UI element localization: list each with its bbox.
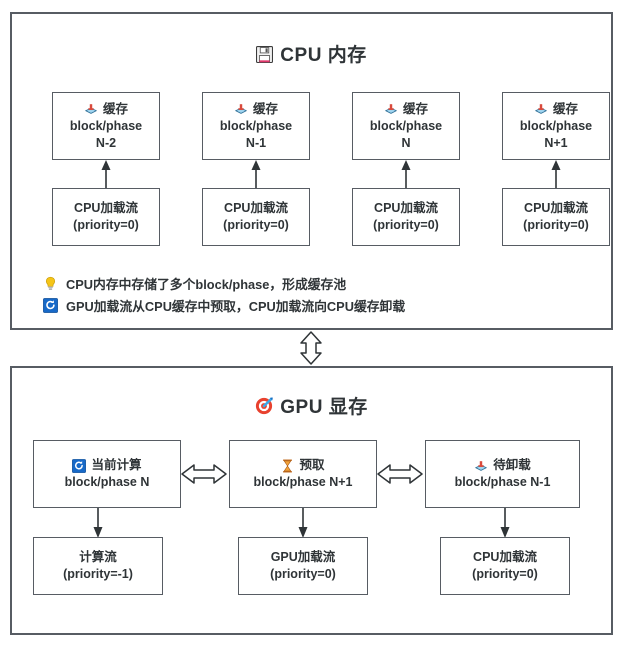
cache-box-label: 缓存	[552, 101, 578, 116]
cache-box: 缓存 block/phase N-2	[52, 92, 160, 160]
cpu-load-stream-line1: CPU加载流	[224, 201, 288, 215]
gpu-box-line2: block/phase N	[64, 475, 150, 489]
arrow-up-icon	[99, 160, 113, 188]
light-bulb-icon	[42, 275, 58, 291]
note-row: GPU加载流从CPU缓存中预取，CPU加载流向CPU缓存卸载	[42, 294, 602, 316]
arrow-down-icon	[498, 508, 512, 538]
gpu-stream-line1: CPU加载流	[473, 550, 537, 564]
cache-box-label: 缓存	[102, 101, 128, 116]
cache-box-line2: N+1	[544, 135, 568, 150]
cache-box-line1: block/phase	[219, 118, 293, 133]
cache-box-head: 缓存	[84, 101, 128, 118]
cache-box-head: 缓存	[384, 101, 428, 118]
cpu-load-stream-box: CPU加载流 (priority=0)	[352, 188, 460, 246]
inbox-tray-icon	[84, 102, 98, 116]
gpu-pending-offload-box: 待卸载 block/phase N-1	[425, 440, 580, 508]
refresh-icon	[42, 297, 58, 313]
gpu-box-line2: block/phase N+1	[253, 475, 353, 489]
note-text: CPU内存中存储了多个block/phase，形成缓存池	[66, 276, 347, 292]
cpu-load-stream-box: CPU加载流 (priority=0)	[202, 188, 310, 246]
inbox-tray-icon	[234, 102, 248, 116]
cpu-load-stream-box: CPU加载流 (priority=0)	[52, 188, 160, 246]
cache-box-line2: N	[401, 135, 411, 150]
arrow-up-icon	[249, 160, 263, 188]
cache-box: 缓存 block/phase N-1	[202, 92, 310, 160]
cache-box-line2: N-1	[245, 135, 267, 150]
gpu-stream-line1: GPU加载流	[270, 550, 336, 564]
cache-box: 缓存 block/phase N+1	[502, 92, 610, 160]
gpu-panel-title-text: GPU 显存	[280, 397, 368, 418]
inbox-tray-icon	[534, 102, 548, 116]
arrow-down-icon	[91, 508, 105, 538]
cpu-load-stream-line2: (priority=0)	[373, 218, 439, 232]
cache-box-head: 缓存	[234, 101, 278, 118]
cpu-load-stream-line2: (priority=0)	[523, 218, 589, 232]
gpu-stream-line2: (priority=0)	[472, 567, 538, 581]
horizontal-double-arrow-icon	[181, 462, 227, 486]
gpu-box-head: 当前计算	[72, 457, 142, 474]
gpu-box-label: 预取	[299, 458, 325, 472]
cpu-load-stream-line2: (priority=0)	[73, 218, 139, 232]
cpu-load-stream-line1: CPU加载流	[374, 201, 438, 215]
gpu-stream-line2: (priority=-1)	[63, 567, 133, 581]
note-text: GPU加载流从CPU缓存中预取，CPU加载流向CPU缓存卸载	[66, 298, 406, 314]
hourglass-icon	[281, 459, 294, 473]
compute-stream-box: 计算流 (priority=-1)	[33, 537, 163, 595]
cpu-panel-title-text: CPU 内存	[280, 45, 367, 66]
vertical-double-arrow-icon	[296, 331, 326, 365]
arrow-up-icon	[549, 160, 563, 188]
arrow-down-icon	[296, 508, 310, 538]
cache-box-label: 缓存	[402, 101, 428, 116]
refresh-icon	[72, 458, 87, 473]
inbox-tray-icon	[474, 459, 488, 473]
gpu-load-stream-box: GPU加载流 (priority=0)	[238, 537, 368, 595]
gpu-box-label: 待卸载	[493, 458, 531, 472]
gpu-prefetch-box: 预取 block/phase N+1	[229, 440, 377, 508]
cpu-load-stream-box: CPU加载流 (priority=0)	[440, 537, 570, 595]
arrow-up-icon	[399, 160, 413, 188]
cache-box-line2: N-2	[95, 135, 117, 150]
cache-box-head: 缓存	[534, 101, 578, 118]
gpu-current-compute-box: 当前计算 block/phase N	[33, 440, 181, 508]
cpu-load-stream-box: CPU加载流 (priority=0)	[502, 188, 610, 246]
cpu-memory-panel: CPU 内存 缓存 block/phase N-2	[10, 12, 613, 330]
gpu-box-head: 待卸载	[474, 457, 531, 474]
dart-target-icon	[255, 397, 274, 415]
cache-box-line1: block/phase	[369, 118, 443, 133]
gpu-box-label: 当前计算	[91, 458, 142, 472]
gpu-box-head: 预取	[281, 457, 325, 474]
gpu-box-line2: block/phase N-1	[454, 475, 551, 489]
cpu-load-stream-line1: CPU加载流	[524, 201, 588, 215]
cpu-panel-notes: CPU内存中存储了多个block/phase，形成缓存池 GPU加载流从CPU缓…	[42, 272, 602, 316]
cpu-load-stream-line1: CPU加载流	[74, 201, 138, 215]
gpu-panel-title: GPU 显存	[12, 392, 611, 419]
cpu-panel-title: CPU 内存	[12, 40, 611, 67]
note-row: CPU内存中存储了多个block/phase，形成缓存池	[42, 272, 602, 294]
cache-box-label: 缓存	[252, 101, 278, 116]
cache-box: 缓存 block/phase N	[352, 92, 460, 160]
horizontal-double-arrow-icon	[377, 462, 423, 486]
gpu-stream-line1: 计算流	[79, 550, 117, 564]
cache-box-line1: block/phase	[69, 118, 143, 133]
floppy-disk-icon	[256, 46, 274, 63]
cpu-load-stream-line2: (priority=0)	[223, 218, 289, 232]
cache-box-line1: block/phase	[519, 118, 593, 133]
gpu-stream-line2: (priority=0)	[270, 567, 336, 581]
inbox-tray-icon	[384, 102, 398, 116]
